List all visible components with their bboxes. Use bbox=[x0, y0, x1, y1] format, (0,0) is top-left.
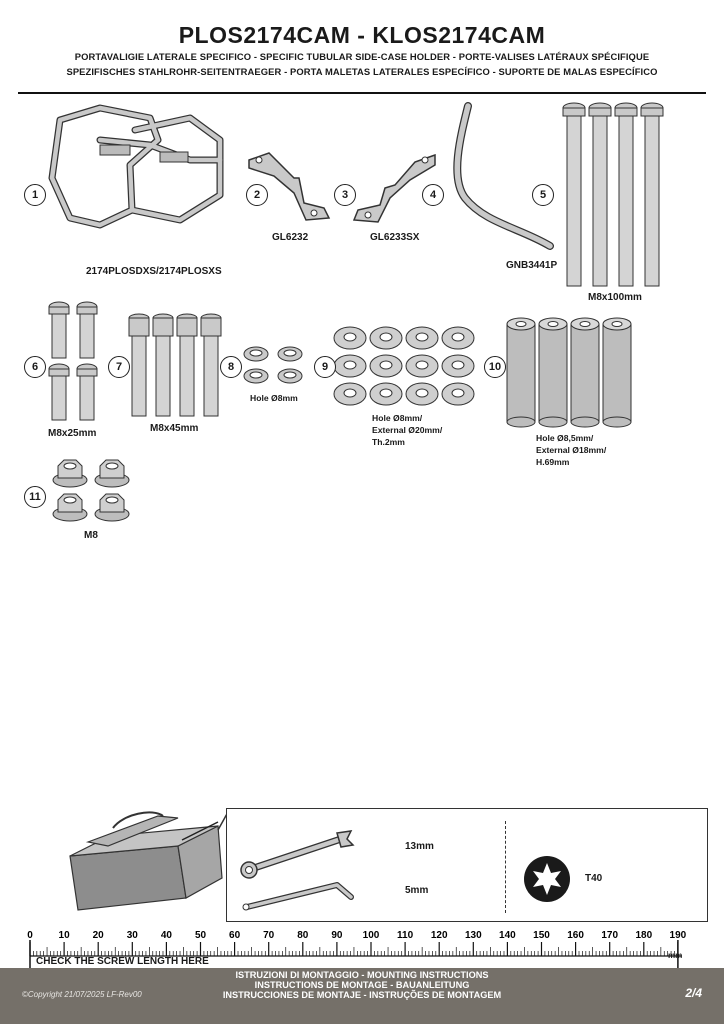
part-5-label: GNB3441P bbox=[506, 260, 558, 271]
part-number-7: 7 bbox=[108, 356, 130, 378]
part-9-label-line-2: External Ø20mm/ bbox=[372, 425, 443, 435]
part-11-label: M8 bbox=[84, 530, 98, 541]
torx-label: T40 bbox=[585, 873, 603, 884]
part-number-3: 3 bbox=[334, 184, 356, 206]
part-number-5: 5 bbox=[532, 184, 554, 206]
wrench-label: 13mm bbox=[405, 841, 434, 852]
part-number-9: 9 bbox=[314, 356, 336, 378]
footer-line-2: INSTRUCTIONS DE MONTAGE - BAUANLEITUNG bbox=[254, 980, 470, 990]
part-10-label-line-3: H.69mm bbox=[536, 457, 570, 467]
part-number-8: 8 bbox=[220, 356, 242, 378]
ruler-tick-label: 180 bbox=[635, 930, 652, 941]
ruler-tick-label: 100 bbox=[363, 930, 380, 941]
tools-divider bbox=[505, 821, 506, 913]
part-number-2: 2 bbox=[246, 184, 268, 206]
flat-washer-illustration bbox=[333, 326, 475, 406]
copyright-text: ©Copyright 21/07/2025 LF-Rev00 bbox=[22, 990, 142, 999]
subtitle-line-2: SPEZIFISCHES STAHLROHR-SEITENTRAEGER - P… bbox=[66, 66, 658, 77]
footer-band bbox=[0, 968, 724, 1024]
bolt-m8x25-illustration bbox=[48, 301, 98, 421]
ruler-tick-label: 190 bbox=[670, 930, 687, 941]
ruler-note: CHECK THE SCREW LENGTH HERE bbox=[36, 956, 209, 967]
ruler-tick-label: 70 bbox=[263, 930, 275, 941]
ruler-tick-label: 30 bbox=[127, 930, 139, 941]
bracket-right-illustration bbox=[352, 153, 436, 223]
ruler-tick-label: 120 bbox=[431, 930, 448, 941]
ruler-tick-label: 140 bbox=[499, 930, 516, 941]
part-number-1: 1 bbox=[24, 184, 46, 206]
part-3-label: GL6233SX bbox=[370, 232, 420, 243]
part-8-label: Hole Ø8mm bbox=[250, 393, 298, 403]
hex-key-icon bbox=[242, 882, 354, 911]
part-1-label: 2174PLOSDXS/2174PLOSXS bbox=[86, 266, 222, 277]
part-9-label-line-1: Hole Ø8mm/ bbox=[372, 413, 423, 423]
part-9-label-line-3: Th.2mm bbox=[372, 437, 405, 447]
ruler-unit: mm bbox=[668, 951, 683, 960]
ruler-tick-label: 80 bbox=[297, 930, 309, 941]
header-divider bbox=[18, 92, 706, 94]
ruler-tick-label: 170 bbox=[601, 930, 618, 941]
part-6-label: M8x25mm bbox=[48, 428, 97, 439]
flange-nut-illustration bbox=[52, 459, 130, 522]
ruler-tick-label: 60 bbox=[229, 930, 241, 941]
document-title: PLOS2174CAM - KLOS2174CAM bbox=[178, 22, 546, 48]
wrench-icon bbox=[240, 830, 355, 879]
spring-washer-illustration bbox=[243, 346, 303, 384]
torx-icon bbox=[524, 856, 570, 902]
ruler-tick-label: 160 bbox=[567, 930, 584, 941]
ruler-tick-label: 0 bbox=[27, 930, 33, 941]
ruler-tick-label: 20 bbox=[93, 930, 105, 941]
ruler-tick-label: 110 bbox=[397, 930, 414, 941]
part-number-10: 10 bbox=[484, 356, 506, 378]
spacer-illustration bbox=[506, 317, 632, 428]
page-number: 2/4 bbox=[685, 986, 702, 1000]
hex-key-label: 5mm bbox=[405, 885, 429, 896]
ruler-tick-label: 90 bbox=[331, 930, 343, 941]
bolt-m8x100-label: M8x100mm bbox=[588, 292, 642, 303]
bolt-m8x100-illustration bbox=[562, 102, 664, 287]
bracket-left-illustration bbox=[248, 152, 331, 221]
footer-line-3: INSTRUCCIONES DE MONTAJE - INSTRUÇÕES DE… bbox=[222, 990, 502, 1000]
toolbox-illustration bbox=[69, 811, 229, 911]
part-10-label-line-2: External Ø18mm/ bbox=[536, 445, 607, 455]
ruler-tick-label: 40 bbox=[161, 930, 173, 941]
part-10-label-line-1: Hole Ø8,5mm/ bbox=[536, 433, 594, 443]
part-7-label: M8x45mm bbox=[150, 423, 199, 434]
side-frame-illustration bbox=[48, 104, 224, 229]
ruler-tick-label: 130 bbox=[465, 930, 482, 941]
part-number-4: 4 bbox=[422, 184, 444, 206]
subtitle-line-1: PORTAVALIGIE LATERALE SPECIFICO - SPECIF… bbox=[74, 51, 650, 62]
tools-panel: 13mm 5mm T40 bbox=[226, 808, 708, 922]
part-2-label: GL6232 bbox=[272, 232, 309, 243]
ruler-tick-label: 10 bbox=[59, 930, 71, 941]
bolt-m8x45-illustration bbox=[128, 313, 222, 417]
screw-length-ruler: 0 10 20 30 40 50 60 70 80 90 100 110 120 130 140 150 160… bbox=[27, 930, 687, 968]
ruler-tick-label: 150 bbox=[533, 930, 550, 941]
support-rod-illustration bbox=[453, 102, 554, 250]
footer-line-1: ISTRUZIONI DI MONTAGGIO - MOUNTING INSTR… bbox=[235, 970, 489, 980]
part-number-11: 11 bbox=[24, 486, 46, 508]
part-number-6: 6 bbox=[24, 356, 46, 378]
ruler-tick-label: 50 bbox=[195, 930, 207, 941]
